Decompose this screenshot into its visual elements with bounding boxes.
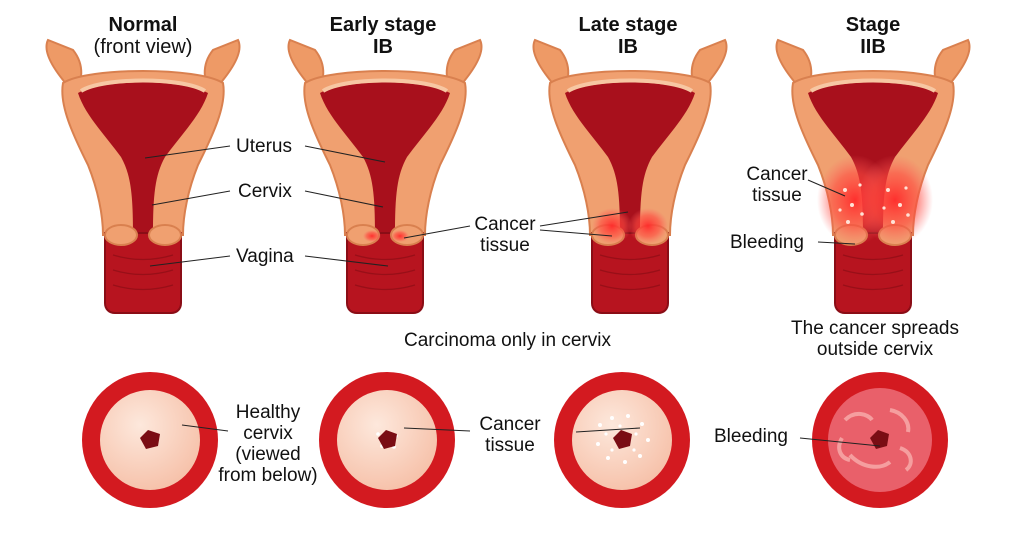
header-early-sub: IB	[373, 36, 393, 58]
header-stage-iib: Stage IIB	[773, 14, 973, 58]
label-vagina: Vagina	[236, 246, 294, 267]
uterus-late-ib	[531, 38, 729, 315]
header-early-title: Early stage	[329, 14, 437, 36]
label-cancer-tissue-bottom: Cancer tissue	[472, 414, 548, 456]
header-normal: Normal (front view)	[43, 14, 243, 58]
label-uterus: Uterus	[236, 136, 292, 157]
caption-spreads: The cancer spreads outside cervix	[770, 318, 980, 360]
label-stage-cancer-line2: tissue	[752, 185, 802, 206]
label-cancer-tissue-top-line2: tissue	[480, 235, 530, 256]
cervix-view-early	[319, 372, 455, 508]
caption-spreads-line2: outside cervix	[816, 339, 934, 360]
label-cancer-bottom-line1: Cancer	[479, 414, 541, 435]
cervix-view-healthy	[82, 372, 218, 508]
label-healthy-cervix: Healthy cervix (viewed from below)	[208, 402, 328, 486]
cancer-spread-iib	[817, 155, 933, 245]
header-late-sub: IB	[618, 36, 638, 58]
uterus-normal	[44, 38, 242, 315]
label-cancer-bottom-line2: tissue	[485, 435, 535, 456]
label-bleeding-top: Bleeding	[730, 232, 804, 253]
label-healthy-line1: Healthy	[235, 402, 301, 423]
header-normal-sub: (front view)	[93, 36, 193, 58]
caption-carcinoma: Carcinoma only in cervix	[404, 330, 611, 351]
cancer-spots-early	[363, 230, 409, 242]
label-healthy-line2: cervix	[243, 423, 293, 444]
label-bleeding-bottom: Bleeding	[714, 426, 788, 447]
header-iib-sub: IIB	[860, 36, 886, 58]
cervix-view-iib	[812, 372, 948, 508]
header-late-title: Late stage	[578, 14, 678, 36]
caption-spreads-line1: The cancer spreads	[791, 318, 959, 339]
header-iib-title: Stage	[845, 14, 901, 36]
label-cancer-tissue-top: Cancer tissue	[470, 214, 540, 256]
uterus-early-ib	[286, 38, 484, 315]
cervix-view-late	[554, 372, 690, 508]
label-healthy-line3: (viewed	[235, 444, 301, 465]
header-early-ib: Early stage IB	[283, 14, 483, 58]
label-stage-cancer-tissue: Cancer tissue	[740, 164, 814, 206]
leader-lines-bottom	[181, 424, 881, 447]
label-cervix: Cervix	[238, 181, 292, 202]
header-normal-title: Normal	[108, 14, 178, 36]
label-cancer-tissue-top-line1: Cancer	[474, 214, 536, 235]
header-late-ib: Late stage IB	[528, 14, 728, 58]
label-stage-cancer-line1: Cancer	[746, 164, 808, 185]
label-healthy-line4: from below)	[218, 465, 318, 486]
leader-lines-top	[144, 145, 856, 267]
